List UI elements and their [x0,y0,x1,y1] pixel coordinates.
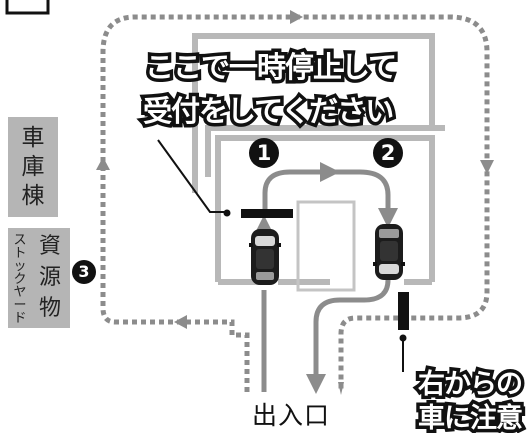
garage-char-3: 棟 [21,183,45,209]
exit-arrow [306,268,391,394]
garage-char-1: 車 [21,125,45,151]
yard-char-6: ー [13,298,27,313]
inner-bay-wall [215,135,435,282]
warning-post [398,292,409,330]
warning-line-1: 右からの [415,366,527,404]
callout-leader [157,139,226,213]
stop-bar [241,209,293,218]
arrow-top [290,10,303,24]
resource-char-3: 物 [38,296,61,321]
corner-frame [5,0,50,15]
warning-dot [399,334,407,342]
callout-dot [223,209,231,217]
arrow-bottom-left [174,315,187,329]
garage-char-2: 庫 [21,154,45,180]
outer-wall [192,33,435,193]
car-at-stop [249,229,281,285]
yard-char-7: ド [13,311,27,326]
marker-3: 3 [72,260,96,284]
warning-line-2: 車に注意 [415,400,527,433]
loop-arrow-right [335,169,398,228]
resource-char-1: 資 [38,234,61,259]
scale-platform [296,200,356,292]
loop-arrow-left [262,162,340,210]
building-walls [192,33,445,285]
instruction-line-1: ここで一時停止して [141,47,400,88]
yard-char-4: ク [13,272,27,287]
marker-1: 1 [249,138,279,168]
yard-char-2: ト [13,246,27,261]
middle-wall [205,125,445,177]
yard-char-1: ス [13,233,27,248]
marker-2: 2 [373,138,403,168]
arrow-right [480,160,494,174]
dotted-route-arrows [96,10,494,395]
arrow-exit-dotted [338,382,344,395]
arrow-left [96,157,110,170]
instruction-line-2: 受付をしてください [139,91,397,132]
stockyard-label: ス ト ッ ク ヤ ー ド 資 源 物 [8,228,70,328]
car-at-exit [373,224,405,280]
garage-building-label: 車 庫 棟 [8,117,58,217]
yard-char-3: ッ [13,259,27,274]
yard-char-5: ヤ [13,285,27,300]
resource-char-2: 源 [38,265,61,290]
entrance-label: 出入口 [252,401,331,430]
